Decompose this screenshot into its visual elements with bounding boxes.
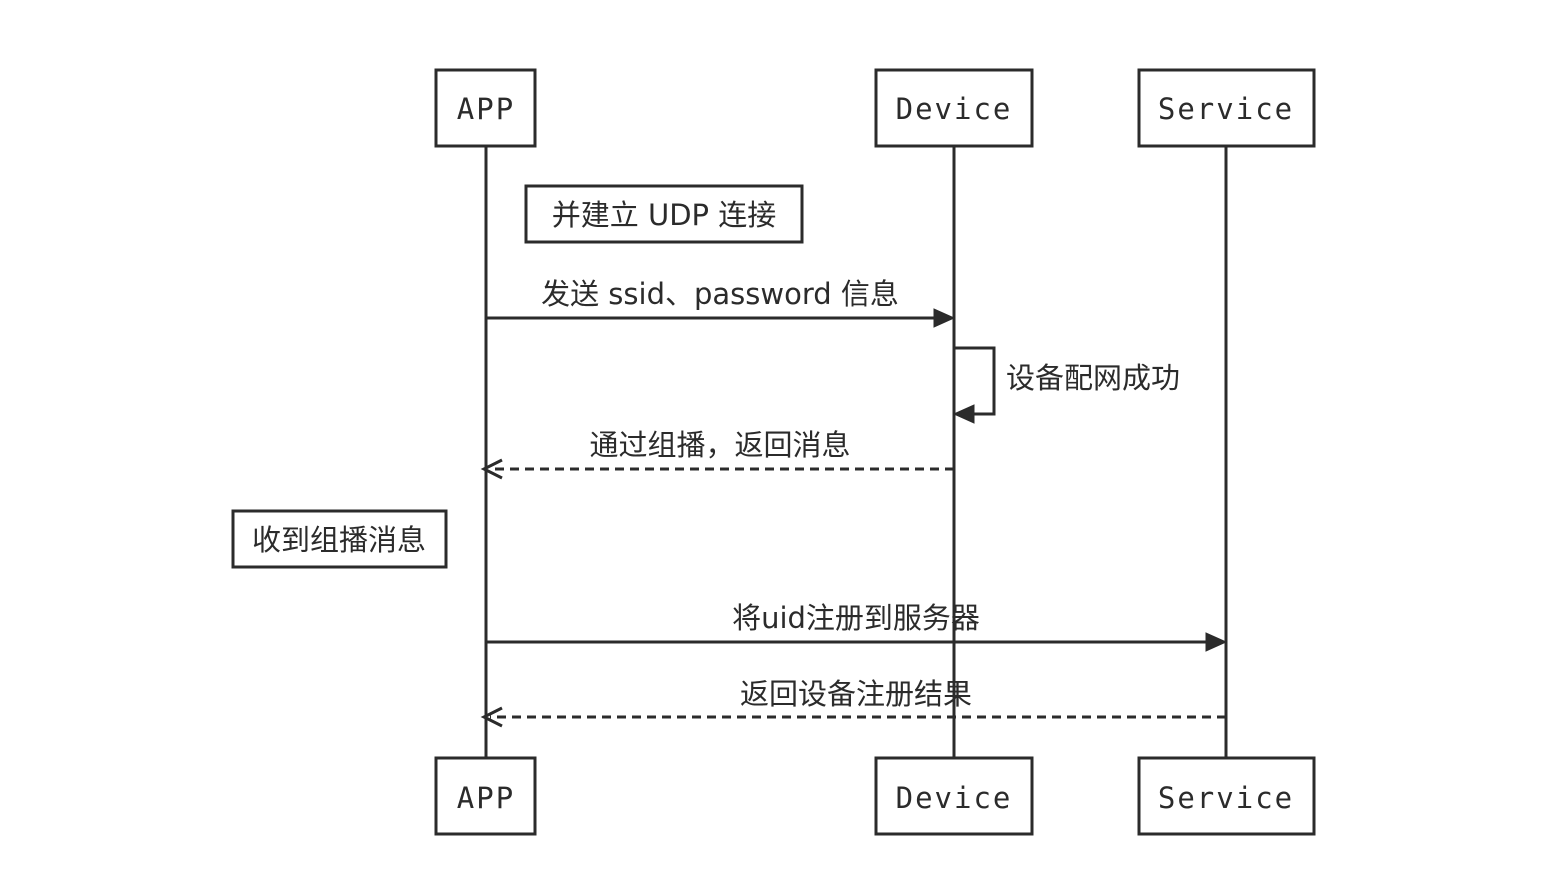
message-send-credentials-label: 发送 ssid、password 信息 (541, 277, 899, 311)
message-send-credentials: 发送 ssid、password 信息 (486, 277, 956, 328)
participant-service-top-label: Service (1158, 92, 1294, 126)
message-register-uid-label: 将uid注册到服务器 (732, 601, 980, 635)
message-device-network-success: 设备配网成功 (952, 346, 1180, 424)
note-udp-connect-label: 并建立 UDP 连接 (552, 198, 776, 232)
message-register-uid: 将uid注册到服务器 (486, 601, 1228, 652)
participant-service-bottom: Service (1137, 756, 1316, 836)
note-udp-connect: 并建立 UDP 连接 (524, 184, 804, 244)
message-multicast-return-label: 通过组播，返回消息 (589, 428, 850, 462)
arrowhead-open-icon (480, 458, 503, 480)
participant-app-bottom: APP (434, 756, 537, 836)
message-register-result-label: 返回设备注册结果 (740, 677, 972, 711)
note-received-multicast: 收到组播消息 (231, 509, 448, 569)
participant-service-top: Service (1137, 68, 1316, 148)
participant-app-top: APP (434, 68, 537, 148)
arrowhead-open-icon (480, 706, 503, 728)
participant-device-bottom-label: Device (896, 781, 1013, 815)
message-device-network-success-label: 设备配网成功 (1006, 361, 1180, 395)
participant-app-bottom-label: APP (457, 781, 515, 815)
participant-device-top-label: Device (896, 92, 1013, 126)
message-multicast-return: 通过组播，返回消息 (480, 428, 954, 480)
note-received-multicast-label: 收到组播消息 (252, 523, 426, 557)
arrowhead-filled-icon (933, 308, 956, 328)
arrowhead-filled-icon (1205, 632, 1228, 652)
participant-device-top: Device (874, 68, 1034, 148)
participant-device-bottom: Device (874, 756, 1034, 836)
participant-service-bottom-label: Service (1158, 781, 1294, 815)
participant-app-top-label: APP (457, 92, 515, 126)
message-register-result: 返回设备注册结果 (480, 677, 1226, 728)
arrowhead-filled-icon (952, 404, 975, 424)
